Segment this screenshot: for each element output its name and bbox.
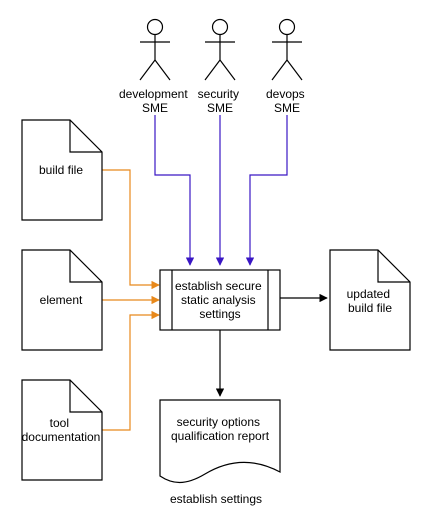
actor-devops-sme: devops SME <box>263 18 311 115</box>
document-label: documentation <box>22 430 101 444</box>
svg-text:tool documentation: tool documentation <box>22 416 101 444</box>
diagram-caption: establish settings <box>170 492 262 506</box>
svg-text:development SME: development SME <box>119 87 191 115</box>
document-label: tool <box>50 416 69 430</box>
document-updated-build-file: updated build file <box>329 249 411 351</box>
report-security-options-qualification-report: security options qualification report <box>159 399 281 484</box>
process-label: establish secure <box>175 279 262 293</box>
connector-tool-documentation-to-process <box>102 310 160 431</box>
actor-label-line: SME <box>142 101 168 115</box>
report-label: qualification report <box>171 429 270 443</box>
person-icon <box>139 18 171 81</box>
actor-label-line: SME <box>207 101 233 115</box>
svg-text:build file: build file <box>39 163 83 177</box>
document-tool-documentation: tool documentation <box>21 379 103 481</box>
svg-text:devops SME: devops SME <box>266 87 308 115</box>
svg-text:element: element <box>40 293 83 307</box>
actor-label-line: security <box>198 87 239 101</box>
person-icon <box>204 18 236 81</box>
actor-label-line: development <box>119 87 188 101</box>
document-element: element <box>21 249 103 351</box>
document-label: updated <box>347 287 390 301</box>
process-establish-secure-static-analysis-settings: establish secure static analysis setting… <box>159 269 281 331</box>
person-icon <box>271 18 303 81</box>
process-label: static analysis <box>181 293 256 307</box>
svg-text:establish secure static: establish secure static analysis setting… <box>175 279 265 321</box>
svg-text:security options qualifi: security options qualification report <box>171 415 270 443</box>
actor-label-line: devops <box>266 87 305 101</box>
report-label: security options <box>177 415 260 429</box>
document-label: build file <box>39 163 83 177</box>
document-label: element <box>40 293 83 307</box>
actor-development-sme: development SME <box>118 18 192 115</box>
connector-build-file-to-process <box>102 169 160 290</box>
connector-dev-sme-to-process <box>154 100 195 266</box>
svg-text:updated build file: updated build file <box>347 287 394 315</box>
actor-label-line: SME <box>274 101 300 115</box>
connector-ops-sme-to-process <box>245 100 288 266</box>
document-build-file: build file <box>21 119 103 221</box>
actor-security-sme: security SME <box>196 18 244 115</box>
document-label: build file <box>348 301 392 315</box>
process-label: settings <box>199 307 240 321</box>
svg-text:security SME: security SME <box>198 87 243 115</box>
